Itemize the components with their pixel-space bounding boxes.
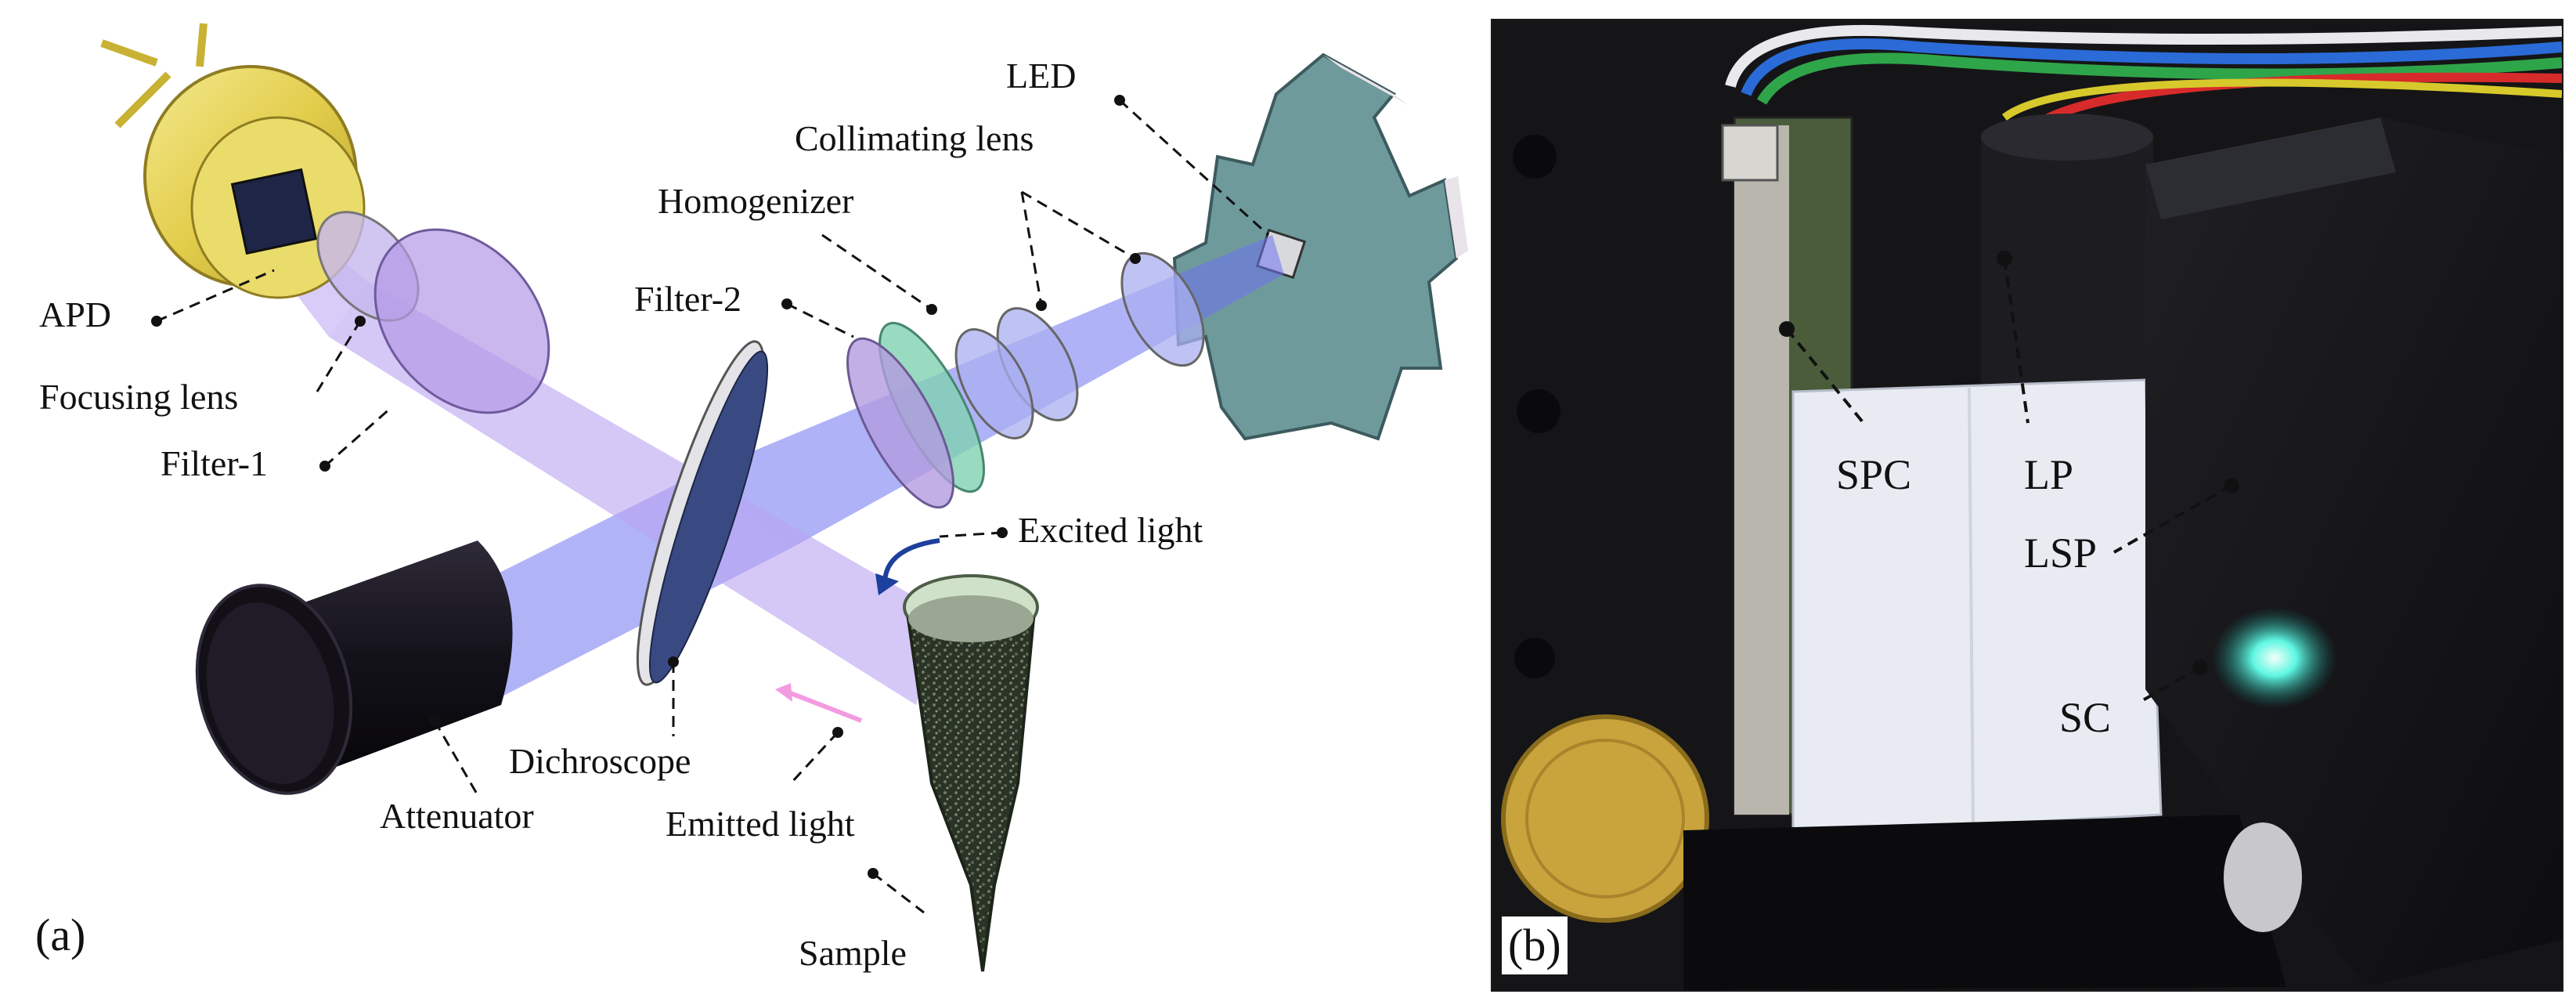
panel-a-schematic [100, 23, 1468, 972]
label-lp: LP [2024, 451, 2074, 498]
leader-lines-a [156, 99, 1270, 914]
label-emitted-light: Emitted light [666, 804, 855, 844]
label-filter-1: Filter-1 [161, 443, 269, 483]
label-attenuator: Attenuator [380, 796, 534, 836]
filter-1 [373, 228, 550, 414]
panel-a-tag: (a) [35, 909, 86, 960]
label-filter-2: Filter-2 [634, 279, 742, 319]
collimating-lens [954, 251, 1205, 439]
label-led: LED [1006, 56, 1077, 96]
leader-dots-a [151, 95, 1141, 879]
leader-lines-b [1785, 258, 2232, 703]
dichroscope [636, 340, 769, 686]
panel-b-tag: (b) [1502, 916, 1568, 974]
emitted-light-arrow [789, 691, 863, 723]
sample-tube [903, 574, 1039, 972]
label-apd: APD [39, 295, 112, 334]
filter-2 [846, 337, 954, 509]
led-board [1172, 52, 1468, 441]
label-sample: Sample [799, 933, 907, 973]
coin [1501, 714, 1709, 923]
attenuator [195, 540, 513, 795]
label-lsp: LSP [2024, 530, 2098, 577]
label-excited-light: Excited light [1018, 510, 1203, 550]
label-dichroscope: Dichroscope [509, 741, 691, 781]
excited-light-arrow [882, 538, 940, 584]
sc-glow [2212, 607, 2337, 709]
label-spc: SPC [1836, 451, 1912, 498]
panel-b-frame [1491, 19, 2563, 992]
panel-b-photo [1492, 20, 2563, 990]
label-collimating-lens: Collimating lens [795, 118, 1034, 158]
label-focusing-lens: Focusing lens [39, 377, 239, 417]
label-homogenizer: Homogenizer [658, 181, 854, 221]
leader-dots-b [1779, 251, 2239, 675]
label-sc: SC [2059, 694, 2112, 741]
